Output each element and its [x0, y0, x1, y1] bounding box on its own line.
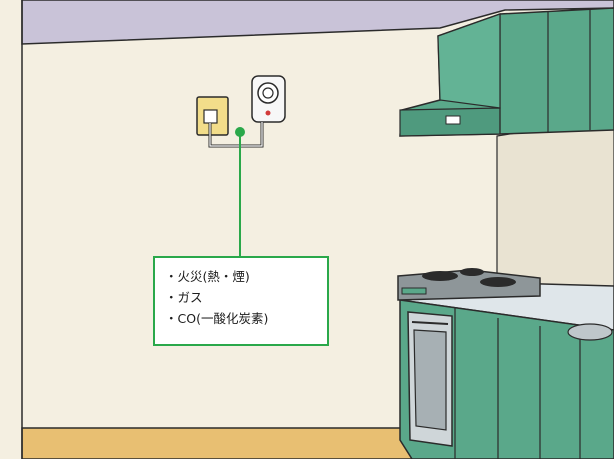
- backsplash: [496, 117, 614, 301]
- callout-item-gas: ・ガス: [165, 290, 203, 305]
- callout-item-fire: ・火災(熱・煙): [165, 269, 250, 284]
- sink: [567, 323, 613, 341]
- detection-types-callout: ・火災(熱・煙) ・ガス ・CO(一酸化炭素): [153, 256, 329, 346]
- floor: [21, 427, 432, 459]
- callout-item-co: ・CO(一酸化炭素): [165, 311, 269, 326]
- leader-dot: [235, 127, 245, 137]
- hood-switch: [445, 115, 461, 125]
- range-hood: [399, 7, 614, 137]
- alarm-device: [196, 75, 286, 148]
- gas-stove: [397, 268, 541, 301]
- kitchen-cabinet: [399, 279, 614, 459]
